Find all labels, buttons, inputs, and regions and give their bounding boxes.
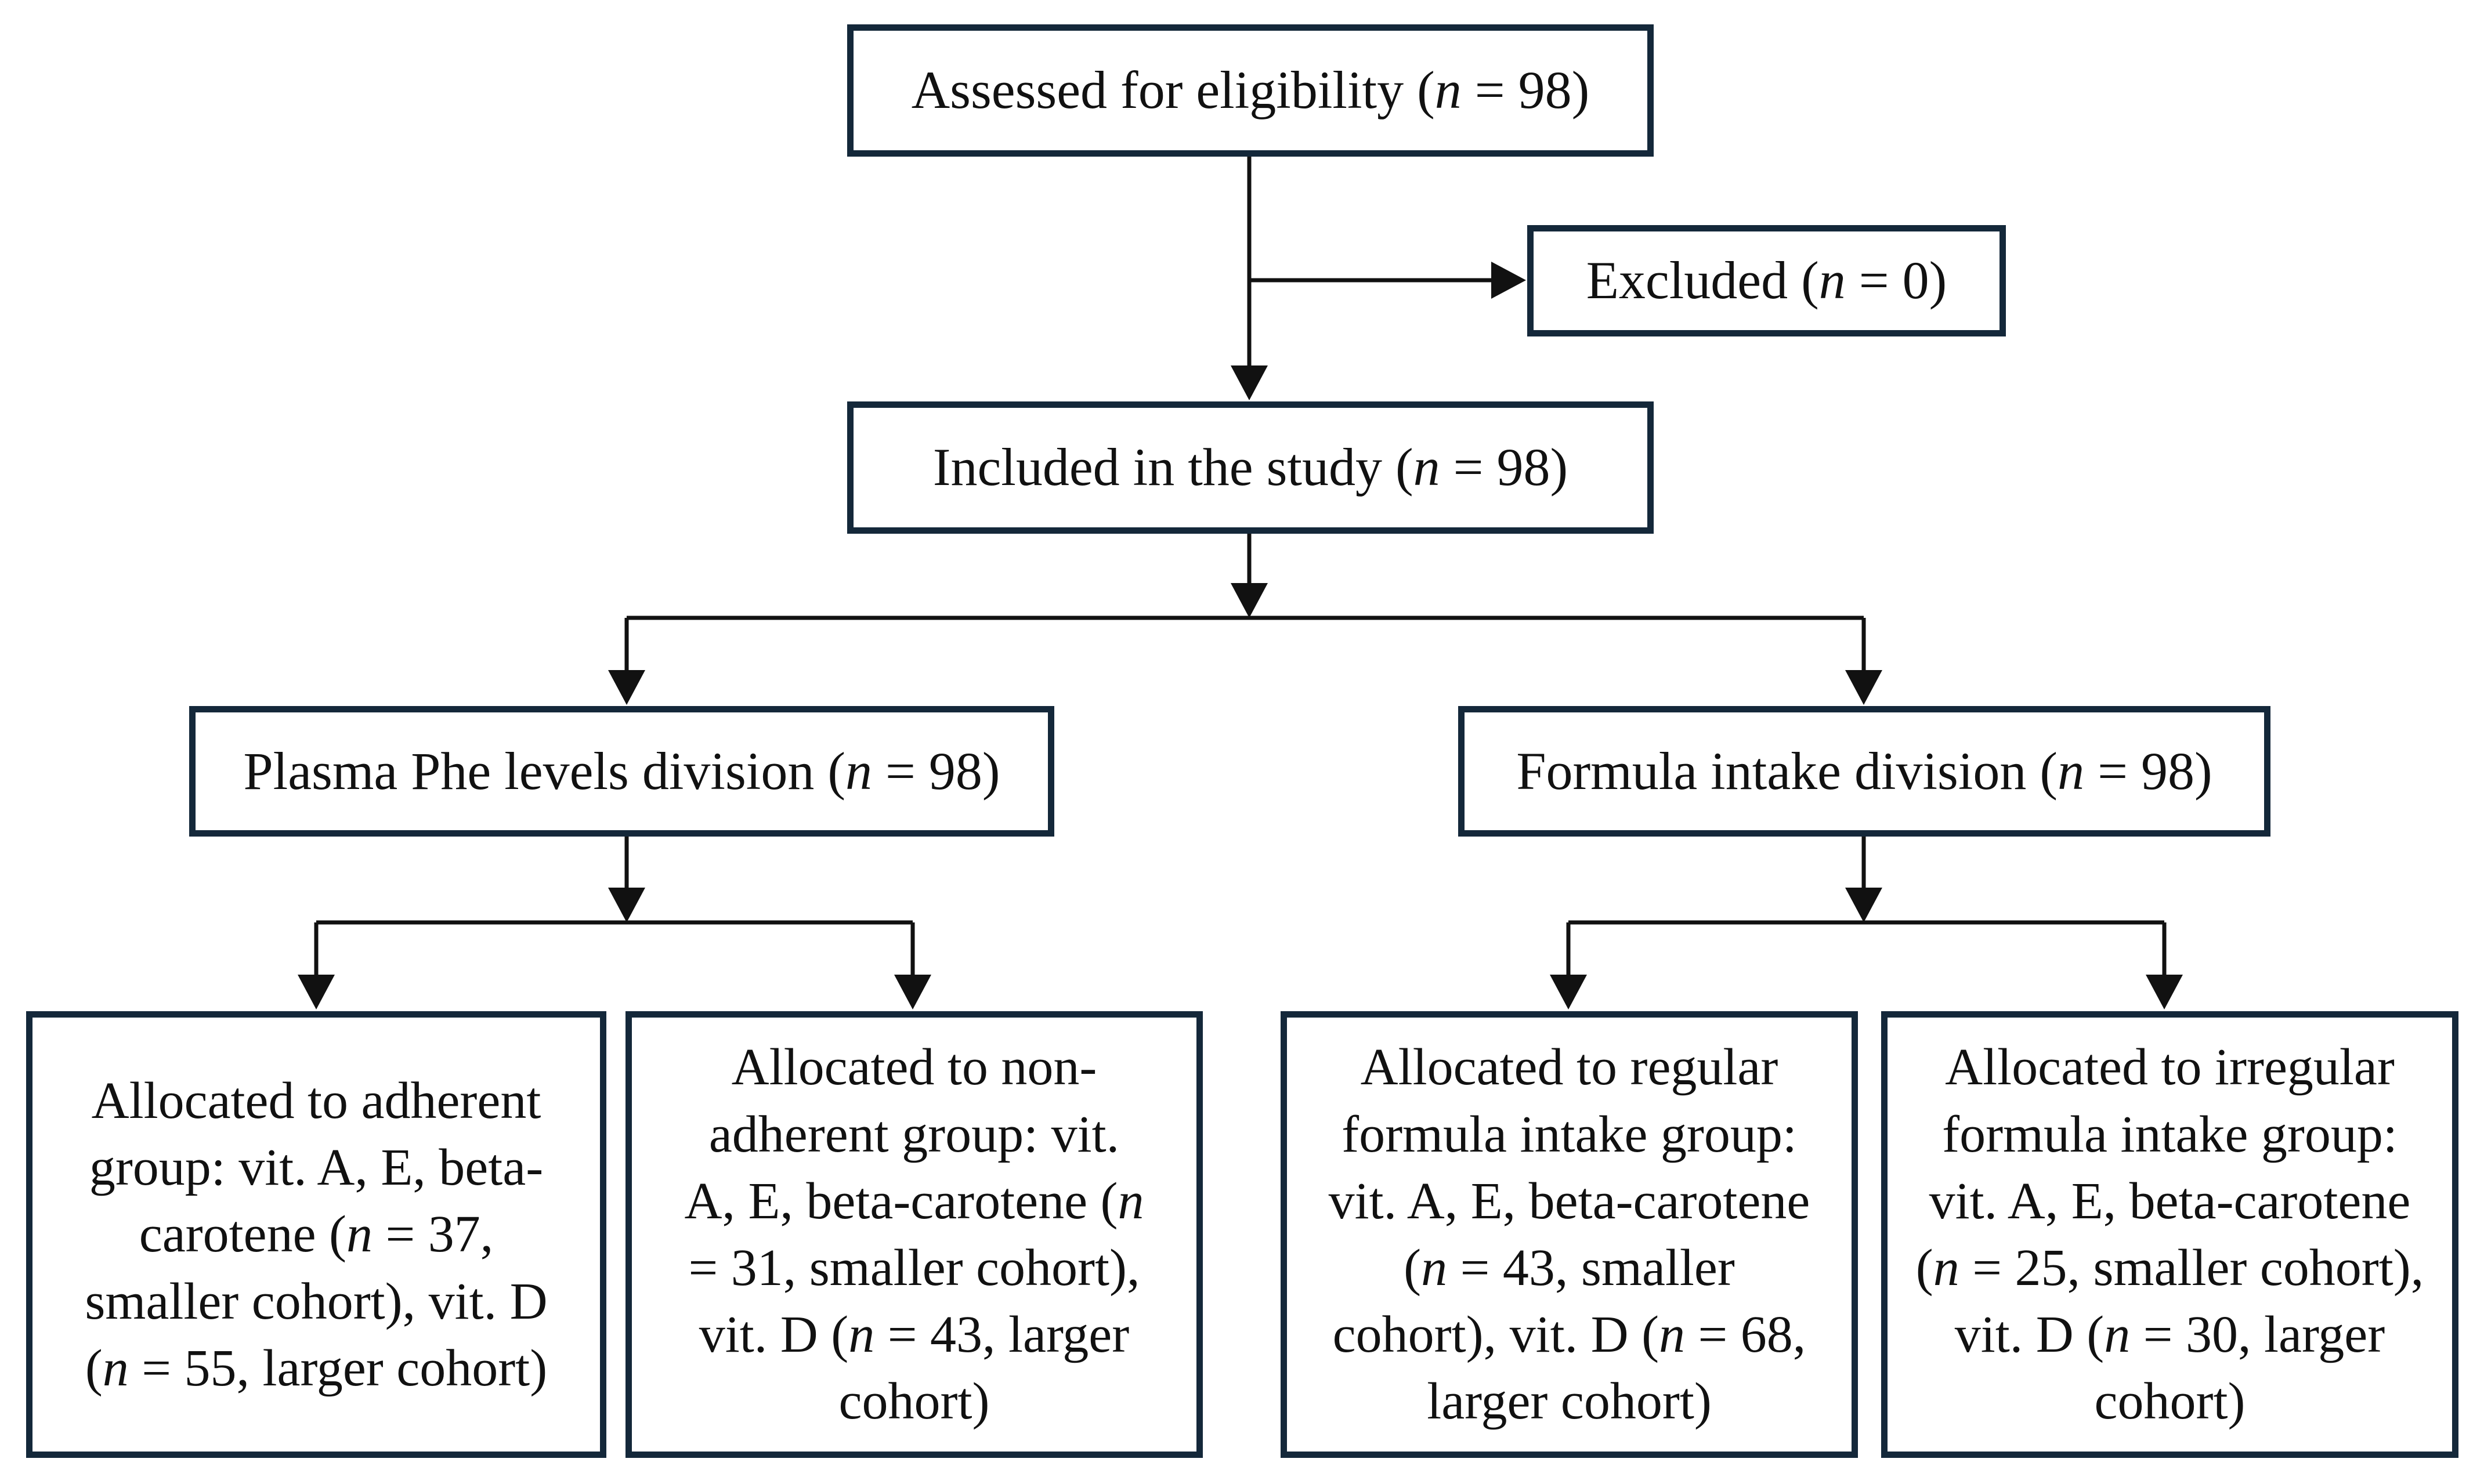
adherent-group-box: Allocated to adherent group: vit. A, E, …: [26, 1011, 606, 1458]
formula-division-prefix: Formula intake division (: [1516, 741, 2058, 801]
regular-line-5: cohort), vit. D (n = 68,: [1332, 1306, 1806, 1364]
irregular-line-1: Allocated to irregular: [1945, 1038, 2395, 1096]
assessed-n: n: [1434, 60, 1462, 120]
assessed-suffix: = 98): [1461, 60, 1590, 120]
non-adherent-group-box: Allocated to non- adherent group: vit. A…: [625, 1011, 1203, 1458]
non-adherent-line-2: adherent group: vit.: [708, 1105, 1120, 1163]
excluded-prefix: Excluded (: [1586, 251, 1819, 310]
non-adherent-line-1: Allocated to non-: [731, 1038, 1097, 1096]
formula-division-n: n: [2058, 741, 2085, 801]
excluded-box: Excluded (n = 0): [1527, 225, 2006, 336]
regular-intake-box: Allocated to regular formula intake grou…: [1281, 1011, 1858, 1458]
adherent-line-4: smaller cohort), vit. D: [85, 1272, 548, 1330]
regular-line-2: formula intake group:: [1342, 1105, 1797, 1163]
assessed-prefix: Assessed for eligibility (: [911, 60, 1435, 120]
adherent-line-5: (n = 55, larger cohort): [85, 1339, 548, 1397]
irregular-line-2: formula intake group:: [1942, 1105, 2398, 1163]
adherent-line-2: group: vit. A, E, beta-: [89, 1139, 544, 1197]
irregular-line-4: (n = 25, smaller cohort),: [1915, 1239, 2424, 1297]
irregular-line-6: cohort): [2094, 1373, 2246, 1431]
regular-line-6: larger cohort): [1427, 1373, 1712, 1431]
irregular-line-5: vit. D (n = 30, larger: [1954, 1306, 2385, 1364]
included-box: Included in the study (n = 98): [847, 401, 1654, 534]
included-n: n: [1413, 437, 1440, 497]
adherent-line-1: Allocated to adherent: [91, 1072, 541, 1130]
non-adherent-line-4: = 31, smaller cohort),: [688, 1239, 1140, 1297]
non-adherent-line-5: vit. D (n = 43, larger: [699, 1306, 1130, 1364]
phe-division-prefix: Plasma Phe levels division (: [243, 741, 845, 801]
irregular-intake-box: Allocated to irregular formula intake gr…: [1881, 1011, 2458, 1458]
phe-division-box: Plasma Phe levels division (n = 98): [189, 706, 1054, 837]
regular-line-3: vit. A, E, beta-carotene: [1328, 1172, 1810, 1230]
irregular-line-3: vit. A, E, beta-carotene: [1929, 1172, 2411, 1230]
included-suffix: = 98): [1440, 437, 1568, 497]
non-adherent-line-3: A, E, beta-carotene (n: [684, 1172, 1144, 1230]
included-prefix: Included in the study (: [932, 437, 1413, 497]
regular-line-1: Allocated to regular: [1360, 1038, 1778, 1096]
phe-division-n: n: [845, 741, 872, 801]
formula-division-box: Formula intake division (n = 98): [1458, 706, 2270, 837]
regular-line-4: (n = 43, smaller: [1404, 1239, 1735, 1297]
adherent-line-3: carotene (n = 37,: [139, 1206, 494, 1264]
excluded-n: n: [1818, 251, 1846, 310]
formula-division-suffix: = 98): [2084, 741, 2212, 801]
non-adherent-line-6: cohort): [838, 1373, 990, 1431]
excluded-suffix: = 0): [1845, 251, 1947, 310]
phe-division-suffix: = 98): [872, 741, 1000, 801]
assessed-box: Assessed for eligibility (n = 98): [847, 24, 1654, 157]
